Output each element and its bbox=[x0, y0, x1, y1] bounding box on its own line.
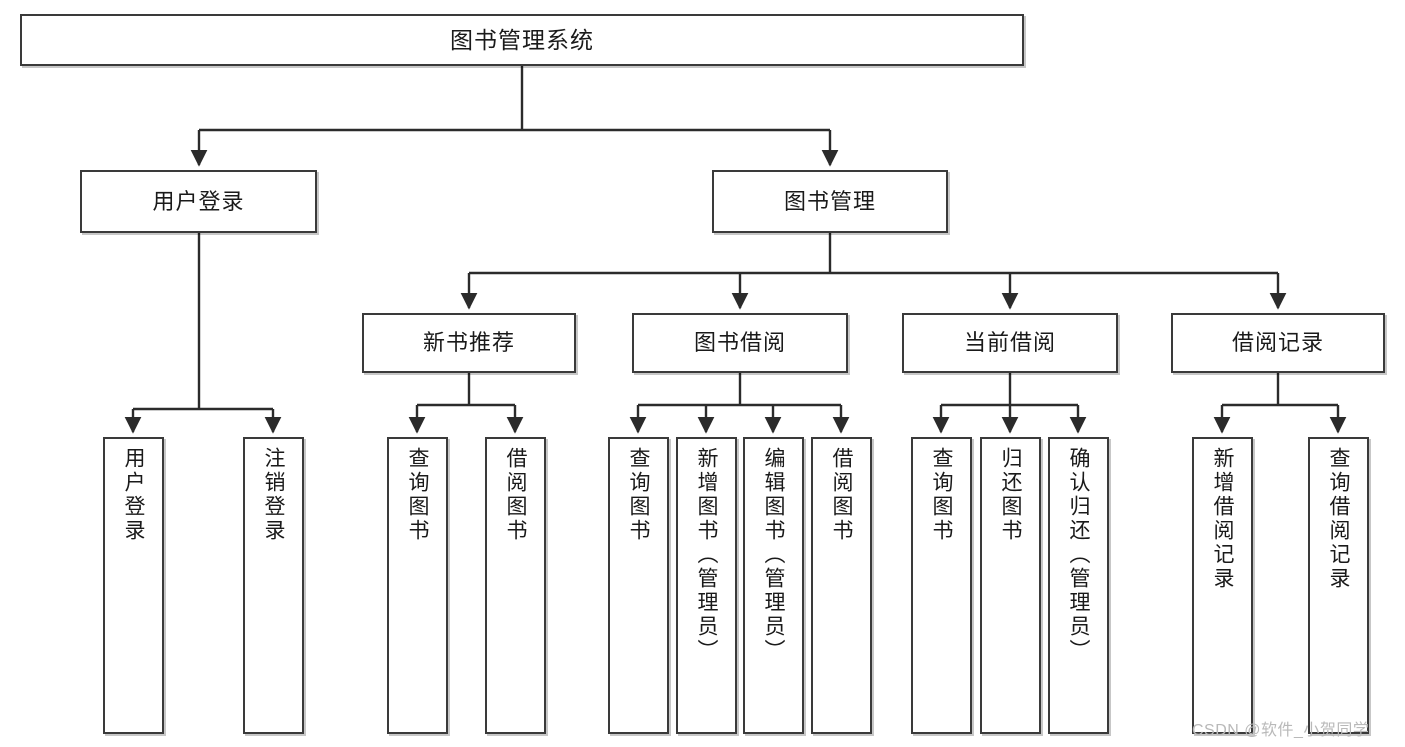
node-label: 查询借阅记录 bbox=[1327, 447, 1350, 591]
node-label: 查询图书 bbox=[930, 447, 953, 543]
leaf-borrow-borrow-book[interactable]: 借阅图书 bbox=[811, 437, 872, 734]
node-label: 查询图书 bbox=[406, 447, 429, 543]
node-user-login[interactable]: 用户登录 bbox=[80, 170, 317, 233]
node-label: 确认归还（管理员） bbox=[1067, 447, 1090, 663]
node-root-system[interactable]: 图书管理系统 bbox=[20, 14, 1024, 66]
node-label: 图书借阅 bbox=[693, 330, 786, 356]
node-label: 借阅图书 bbox=[830, 447, 853, 543]
leaf-current-query-book[interactable]: 查询图书 bbox=[911, 437, 972, 734]
node-label: 注销登录 bbox=[262, 447, 285, 543]
node-label: 归还图书 bbox=[999, 447, 1022, 543]
node-label: 编辑图书（管理员） bbox=[762, 447, 785, 663]
leaf-logout[interactable]: 注销登录 bbox=[243, 437, 304, 734]
node-new-book-recommend[interactable]: 新书推荐 bbox=[362, 313, 576, 373]
node-book-borrow[interactable]: 图书借阅 bbox=[632, 313, 848, 373]
node-label: 新增借阅记录 bbox=[1211, 447, 1234, 591]
leaf-current-confirm-return-admin[interactable]: 确认归还（管理员） bbox=[1048, 437, 1109, 734]
node-label: 图书管理系统 bbox=[450, 26, 594, 53]
node-label: 用户登录 bbox=[122, 447, 145, 543]
leaf-borrow-add-book-admin[interactable]: 新增图书（管理员） bbox=[676, 437, 737, 734]
leaf-newbook-borrow-book[interactable]: 借阅图书 bbox=[485, 437, 546, 734]
node-label: 新增图书（管理员） bbox=[695, 447, 718, 663]
node-current-borrow[interactable]: 当前借阅 bbox=[902, 313, 1118, 373]
leaf-user-login[interactable]: 用户登录 bbox=[103, 437, 164, 734]
leaf-record-query-record[interactable]: 查询借阅记录 bbox=[1308, 437, 1369, 734]
leaf-borrow-edit-book-admin[interactable]: 编辑图书（管理员） bbox=[743, 437, 804, 734]
node-label: 借阅图书 bbox=[504, 447, 527, 543]
node-label: 图书管理 bbox=[783, 188, 876, 214]
node-book-management[interactable]: 图书管理 bbox=[712, 170, 948, 233]
node-borrow-record[interactable]: 借阅记录 bbox=[1171, 313, 1385, 373]
node-label: 借阅记录 bbox=[1231, 330, 1324, 356]
node-label: 查询图书 bbox=[627, 447, 650, 543]
node-label: 新书推荐 bbox=[422, 330, 515, 356]
leaf-borrow-query-book[interactable]: 查询图书 bbox=[608, 437, 669, 734]
csdn-watermark: CSDN @软件_小贺同学 bbox=[1192, 722, 1370, 739]
node-label: 用户登录 bbox=[152, 188, 245, 214]
node-label: 当前借阅 bbox=[963, 330, 1056, 356]
leaf-record-add-record[interactable]: 新增借阅记录 bbox=[1192, 437, 1253, 734]
leaf-current-return-book[interactable]: 归还图书 bbox=[980, 437, 1041, 734]
leaf-newbook-query-book[interactable]: 查询图书 bbox=[387, 437, 448, 734]
